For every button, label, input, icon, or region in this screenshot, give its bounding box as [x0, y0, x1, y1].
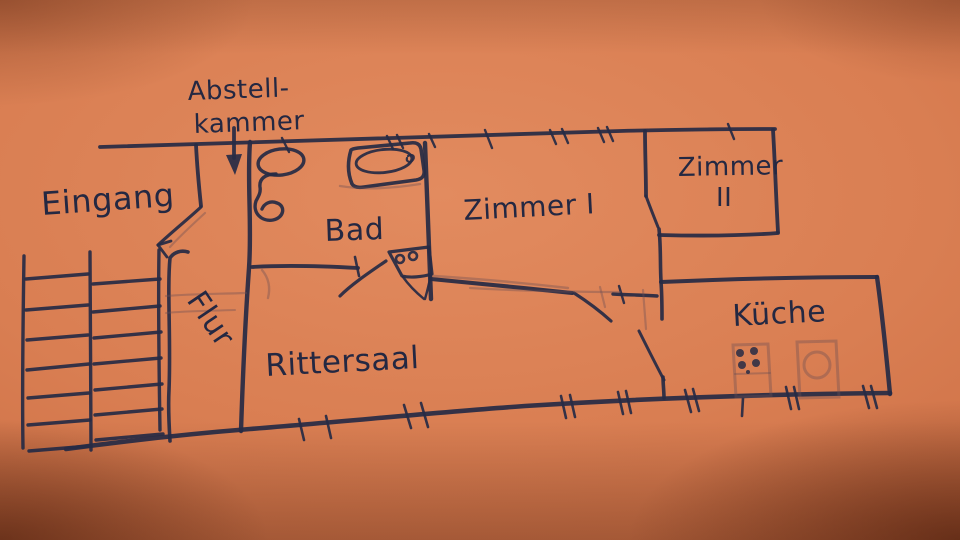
- kitchen-fixtures: [731, 339, 841, 400]
- flur-walls: [166, 139, 253, 443]
- kueche-top-wall: [659, 275, 879, 284]
- flur-left-wall: [166, 249, 190, 443]
- sink: [256, 147, 306, 177]
- label-zimmer2-line2: II: [716, 183, 732, 213]
- room-labels: Abstell- kammer Eingang Bad Zimmer I Zim…: [40, 73, 827, 384]
- washing-machine-door: [802, 350, 832, 380]
- bad-bottom-wall: [250, 264, 360, 270]
- exterior-walls: [63, 127, 893, 452]
- stove: [731, 342, 773, 399]
- flur-right-wall: [238, 139, 253, 434]
- top-wall-hatch-ticks: [280, 122, 736, 154]
- kueche-right-wall: [874, 274, 893, 397]
- zimmer2-bottom-wall: [657, 231, 780, 238]
- bathroom-fixtures: [253, 140, 426, 222]
- pencil-strays: [164, 291, 248, 314]
- bathtub: [346, 140, 426, 190]
- zimmer-divider-wall: [643, 129, 663, 283]
- zimmer2-right-wall: [771, 128, 780, 234]
- label-zimmer1: Zimmer I: [463, 187, 596, 227]
- entrance-door-arrowhead: [156, 239, 173, 259]
- bottom-wall: [63, 390, 893, 452]
- entrance-door: [156, 143, 207, 259]
- bathtub-inner: [354, 147, 414, 175]
- toilet: [253, 172, 285, 222]
- label-abstellkammer-line1: Abstell-: [187, 73, 290, 107]
- label-kueche: Küche: [732, 294, 827, 334]
- entrance-door-swing-pencil: [168, 211, 207, 249]
- rittersaal-door-leaf: [572, 291, 613, 323]
- zimmer2-walls: [657, 128, 780, 238]
- washing-machine: [795, 339, 841, 400]
- kueche-walls: [637, 274, 893, 400]
- top-wall: [98, 127, 777, 149]
- zimmer2-door-leaf: [644, 194, 660, 229]
- bottom-wall-hatch-ticks: [297, 384, 879, 442]
- entrance-wall-stub: [194, 143, 203, 208]
- rittersaal-top-wall: [429, 274, 659, 323]
- label-rittersaal: Rittersaal: [265, 340, 421, 384]
- bad-door-arc: [260, 268, 271, 300]
- staircase: [20, 248, 165, 453]
- label-eingang: Eingang: [40, 176, 176, 223]
- label-bad: Bad: [324, 212, 385, 249]
- kueche-door-leaf: [637, 329, 666, 382]
- label-zimmer2-line1: Zimmer: [678, 151, 784, 183]
- label-abstellkammer-line2: kammer: [193, 106, 305, 140]
- bad-door-leaf: [338, 259, 388, 298]
- stove-burners: [736, 347, 760, 374]
- entrance-door-leaf: [156, 205, 203, 247]
- storage-arrow: [226, 126, 242, 175]
